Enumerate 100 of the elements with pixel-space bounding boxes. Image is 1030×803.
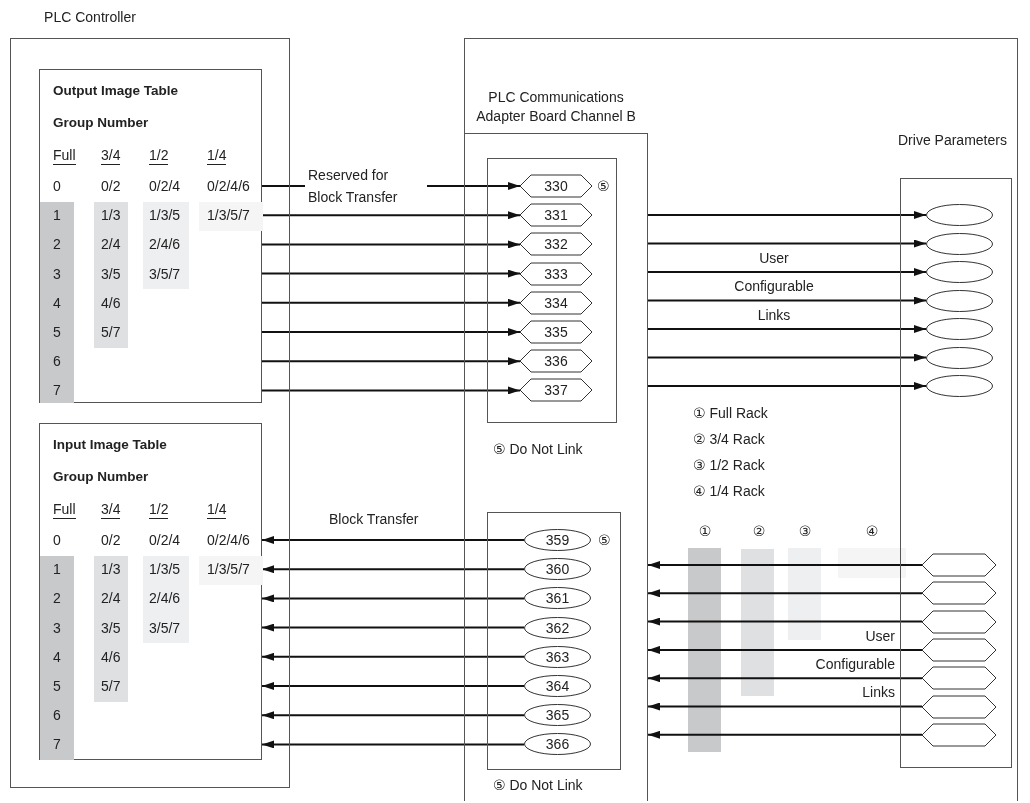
- footnote-note: ⑤ Do Not Link: [493, 440, 583, 458]
- arrow: [647, 589, 923, 598]
- group-number: 2/4: [101, 236, 121, 254]
- table-heading: Group Number: [53, 468, 149, 486]
- arrow: [647, 325, 927, 333]
- link-number: 337: [544, 382, 568, 399]
- table-heading: Input Image Table: [53, 436, 167, 454]
- link-number: 336: [544, 353, 568, 370]
- group-number: 7: [53, 382, 61, 400]
- column-header: Full: [53, 147, 76, 165]
- arrow: [261, 386, 521, 395]
- group-number: 0: [53, 532, 61, 549]
- arrow: [647, 239, 927, 248]
- group-number: 1/3/5: [149, 207, 181, 225]
- footnote-note: ⑤: [597, 177, 610, 195]
- arrow: [647, 561, 923, 569]
- link-number: 362: [545, 619, 570, 636]
- link-label: User: [758, 249, 790, 267]
- column-header: 1/2: [149, 147, 169, 165]
- arrow: [647, 353, 927, 362]
- footnote-note: ⑤ Do Not Link: [493, 776, 583, 794]
- arrow: [647, 674, 923, 683]
- arrow: [261, 594, 525, 603]
- group-number: 0/2: [101, 178, 121, 195]
- link-label: ②: [751, 522, 767, 540]
- group-number: 3: [53, 265, 61, 283]
- group-number: 7: [53, 736, 61, 754]
- group-number: 4/6: [101, 648, 121, 666]
- arrow: [647, 211, 927, 219]
- group-number: 3/5/7: [149, 265, 181, 283]
- arrow: [647, 296, 927, 305]
- arrow: [261, 682, 525, 690]
- group-number: 2/4/6: [149, 236, 181, 254]
- link-number: 330: [544, 178, 568, 194]
- arrow: [647, 645, 923, 654]
- group-number: 3/5: [101, 265, 121, 283]
- link-label: ④ 1/4 Rack: [693, 482, 766, 500]
- group-number: 3: [53, 619, 61, 637]
- group-number: 1/3/5/7: [207, 561, 250, 579]
- column-header: 1/4: [207, 147, 227, 165]
- group-number: 0/2: [101, 532, 121, 549]
- column-header: 3/4: [101, 501, 121, 519]
- column-header: Full: [53, 501, 76, 519]
- group-number: 4: [53, 294, 61, 312]
- group-number: 3/5/7: [149, 619, 181, 637]
- group-number: 1/3: [101, 561, 121, 579]
- link-label: ④: [864, 522, 880, 540]
- group-number: 5/7: [101, 678, 121, 695]
- link-label: User: [864, 627, 895, 645]
- group-number: 2: [53, 236, 61, 254]
- group-number: 2/4: [101, 590, 121, 608]
- link-label: ① Full Rack: [693, 404, 769, 422]
- group-number: 0/2/4/6: [207, 532, 250, 549]
- arrow: [261, 269, 521, 278]
- arrow: [647, 382, 927, 390]
- arrow: [261, 623, 525, 632]
- link-label: Links: [756, 306, 792, 324]
- group-number: 5: [53, 324, 61, 341]
- group-number: 0/2/4: [149, 178, 181, 195]
- group-number: 0: [53, 178, 61, 195]
- column-header: 1/4: [207, 501, 227, 519]
- link-number: 331: [544, 207, 568, 224]
- group-number: 1/3: [101, 207, 121, 225]
- arrow: [261, 711, 525, 720]
- group-number: 0/2/4: [149, 532, 181, 549]
- group-number: 2: [53, 590, 61, 608]
- group-number: 5: [53, 678, 61, 695]
- arrow: [647, 268, 927, 276]
- box-heading: PLC Communications Adapter Board Channel B: [475, 88, 637, 126]
- table-heading: Output Image Table: [53, 82, 178, 100]
- link-number: 333: [544, 265, 568, 282]
- arrow: [261, 652, 525, 661]
- group-number: 6: [53, 707, 61, 725]
- arrow: [647, 702, 923, 711]
- footnote-note: ⑤: [598, 531, 611, 549]
- link-number: 335: [544, 324, 568, 340]
- table-heading: Group Number: [53, 114, 149, 132]
- link-label: ③: [797, 522, 813, 540]
- link-number: 361: [545, 590, 570, 607]
- column-header: 3/4: [101, 147, 121, 165]
- group-number: 5/7: [101, 324, 121, 341]
- column-header: 1/2: [149, 501, 169, 519]
- group-number: 1: [53, 561, 61, 579]
- arrow: [261, 328, 521, 336]
- group-number: 2/4/6: [149, 590, 181, 608]
- link-number: 366: [545, 736, 570, 753]
- link-number: 332: [544, 236, 568, 253]
- box-heading: Drive Parameters: [898, 131, 1008, 150]
- link-number: 365: [545, 707, 570, 724]
- arrow: [261, 357, 521, 366]
- group-number: 6: [53, 353, 61, 371]
- link-label: ② 3/4 Rack: [693, 430, 766, 448]
- box-heading: PLC Controller: [43, 8, 137, 27]
- arrow: [261, 298, 521, 307]
- link-label: ①: [697, 522, 713, 540]
- link-label: Configurable: [814, 655, 895, 673]
- arrow: [261, 536, 525, 544]
- link-label: ③ 1/2 Rack: [693, 456, 766, 474]
- link-label: Configurable: [733, 277, 815, 295]
- arrow: [261, 740, 525, 749]
